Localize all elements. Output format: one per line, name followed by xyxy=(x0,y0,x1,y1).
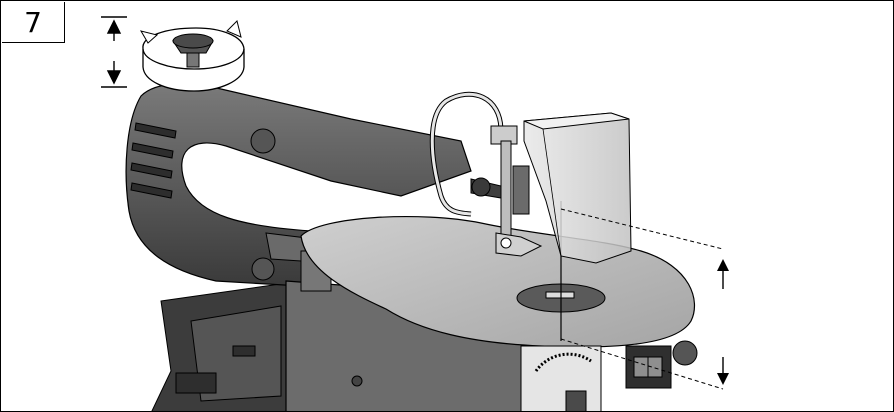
down-arrow-icon xyxy=(717,357,729,385)
switch-box xyxy=(625,345,672,389)
reference-lines xyxy=(560,208,724,390)
height-arrow-icon xyxy=(101,16,127,88)
bevel-scale xyxy=(520,345,602,411)
step-number: 7 xyxy=(2,2,65,43)
vent-slots xyxy=(130,122,177,199)
speed-knob xyxy=(672,340,698,366)
up-arrow-icon xyxy=(717,259,729,289)
blade-guard xyxy=(523,112,632,264)
rotate-knob-icon xyxy=(139,20,245,92)
blade-guide xyxy=(470,125,562,341)
